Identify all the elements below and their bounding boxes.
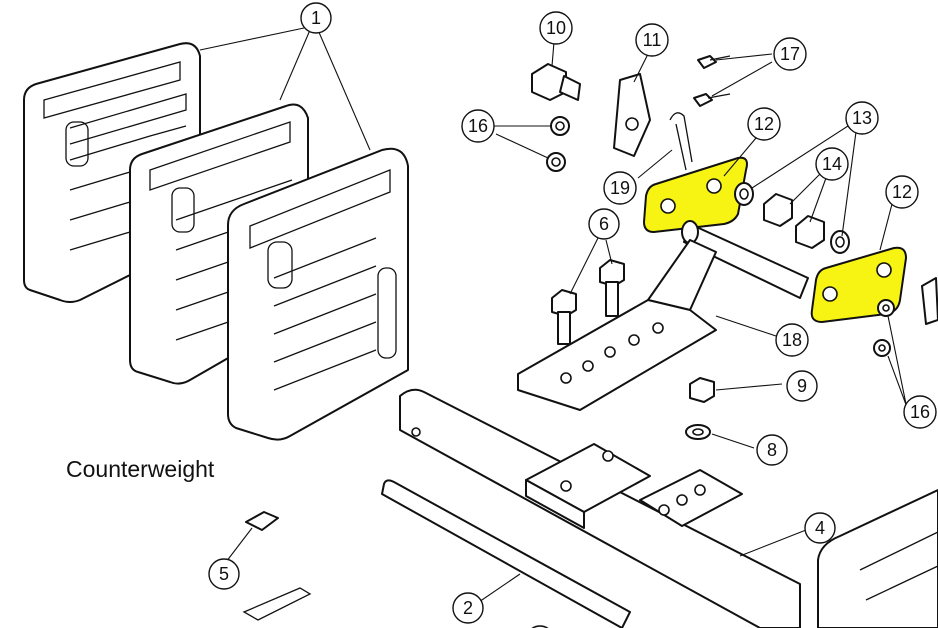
link-arm-18 — [517, 220, 809, 411]
nut-9 — [689, 377, 715, 403]
callout-12-right: 12 — [885, 175, 919, 209]
callout-16-left: 16 — [461, 109, 495, 143]
svg-text:14: 14 — [822, 154, 842, 174]
bolts-17 — [693, 55, 731, 107]
pin-5 — [245, 511, 279, 531]
callout-14: 14 — [815, 147, 849, 181]
callout-12-left: 12 — [747, 107, 781, 141]
svg-text:4: 4 — [815, 518, 825, 538]
callout-9: 9 — [786, 370, 818, 402]
washer-8 — [685, 424, 711, 440]
svg-text:1: 1 — [311, 8, 321, 28]
callout-6: 6 — [588, 208, 620, 240]
svg-text:13: 13 — [852, 108, 872, 128]
callout-5: 5 — [208, 558, 240, 590]
callout-16-right: 16 — [903, 395, 937, 429]
callout-10: 10 — [539, 11, 573, 45]
leader-lines — [199, 27, 909, 605]
callout-19: 19 — [603, 171, 637, 205]
callout-11: 11 — [635, 23, 669, 57]
nuts-16-left — [546, 116, 570, 172]
counterweight-caption: Counterweight — [66, 456, 215, 482]
washers-13 — [734, 182, 850, 254]
bolts-6 — [551, 259, 625, 345]
pin-2 — [381, 479, 631, 628]
svg-text:9: 9 — [797, 376, 807, 396]
svg-text:17: 17 — [780, 44, 800, 64]
svg-text:2: 2 — [463, 598, 473, 618]
callout-1: 1 — [300, 2, 332, 34]
plate-12-left — [642, 156, 748, 234]
nuts-16-right — [873, 277, 938, 357]
svg-text:11: 11 — [643, 30, 662, 50]
svg-text:16: 16 — [910, 402, 930, 422]
callout-13: 13 — [845, 101, 879, 135]
svg-text:12: 12 — [754, 114, 774, 134]
bolt-10 — [531, 63, 581, 101]
clip-3 — [242, 587, 312, 621]
svg-text:12: 12 — [892, 182, 912, 202]
callout-4: 4 — [804, 512, 836, 544]
svg-text:6: 6 — [599, 214, 609, 234]
callout-8: 8 — [756, 434, 788, 466]
svg-text:18: 18 — [782, 330, 802, 350]
svg-text:8: 8 — [767, 440, 777, 460]
cotter-pin-19 — [669, 112, 693, 171]
frame-bar-4 — [399, 388, 801, 628]
counterweight-partial — [817, 489, 938, 628]
counterweight-3 — [227, 147, 409, 441]
svg-text:10: 10 — [546, 18, 566, 38]
callout-2: 2 — [452, 592, 484, 624]
callout-17: 17 — [773, 37, 807, 71]
svg-text:19: 19 — [610, 178, 630, 198]
nuts-14 — [763, 193, 825, 249]
svg-text:16: 16 — [468, 116, 488, 136]
svg-text:5: 5 — [219, 564, 229, 584]
callout-18: 18 — [775, 323, 809, 357]
bracket-11 — [613, 73, 651, 157]
